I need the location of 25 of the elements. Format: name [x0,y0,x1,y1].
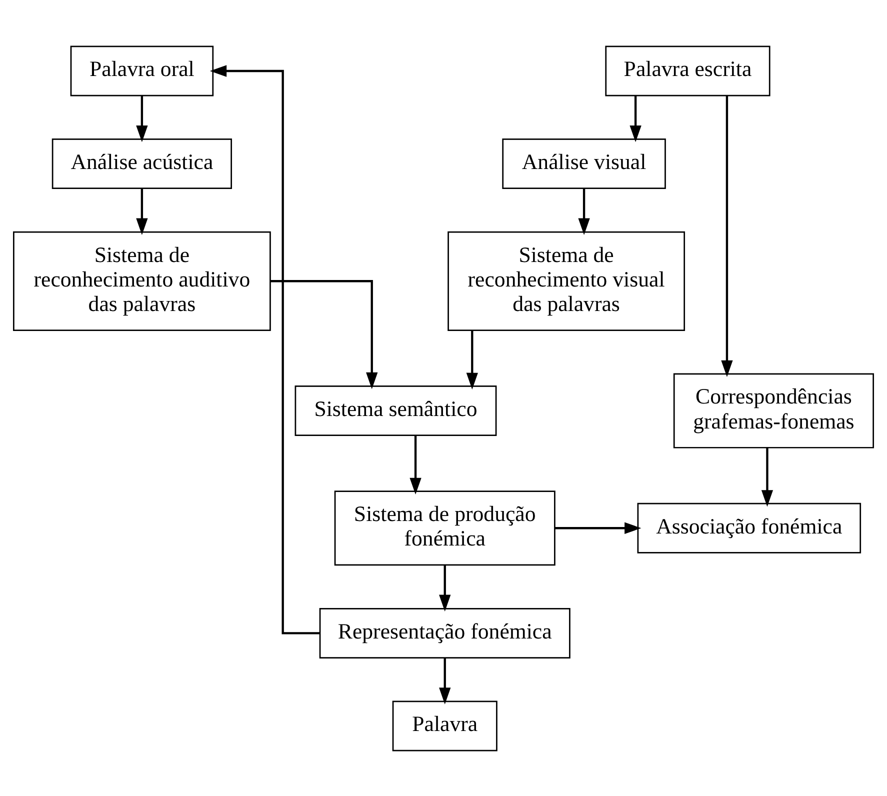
node-box: Análise acústica [52,138,232,189]
node-box: Correspondências grafemas-fonemas [673,372,874,448]
arrow [578,188,590,234]
node-box: Sistema de produção fonémica [334,490,556,566]
arrow [136,188,148,234]
node-box: Sistema de reconhecimento visual das palavras [448,230,686,330]
arrow [270,280,378,389]
arrow [466,330,478,389]
arrow [761,447,774,506]
arrow [721,96,733,377]
arrow [630,95,642,142]
arrow [136,95,148,142]
node-box: Palavra escrita [605,45,770,96]
arrow [439,658,451,704]
node-box: Associação fonémica [637,502,862,553]
node-box: Representação fonémica [319,607,570,658]
arrow [210,64,320,634]
node-box: Sistema semântico [294,385,497,436]
arrow [554,522,642,534]
node-box: Palavra oral [70,45,214,96]
node-box: Sistema de reconhecimento auditivo das palavras [13,230,271,330]
node-box: Palavra [392,700,498,751]
arrow [410,435,422,494]
node-box: Análise visual [502,138,666,189]
arrow [439,564,451,611]
